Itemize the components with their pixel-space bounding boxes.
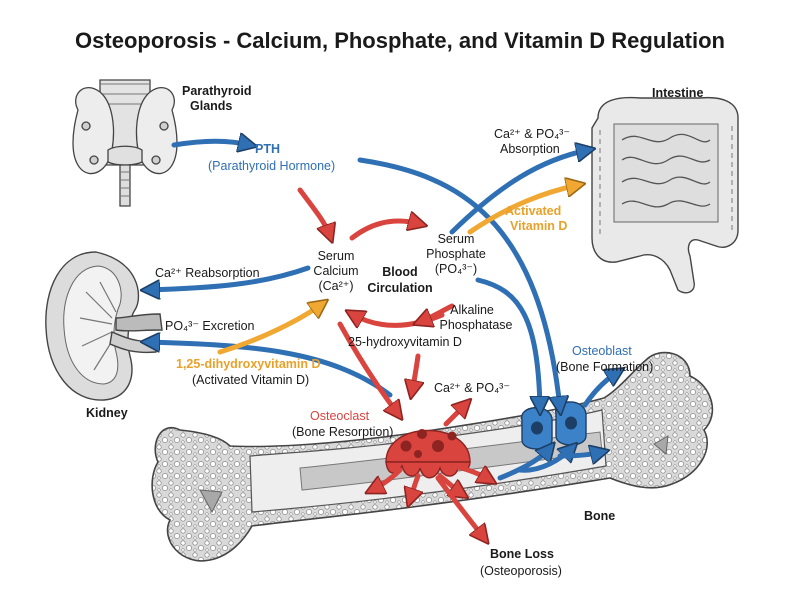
osteoclast-cell-icon [385,429,471,479]
blood-circulation-line2: Circulation [367,281,432,295]
arrow-parathyroid-to-pth [171,141,250,145]
arrow-phosphate-to-intestine [449,150,588,235]
bone-loss-sub-label: (Osteoporosis) [480,564,562,578]
osteoclast-sub-label: (Bone Resorption) [292,425,393,439]
arrow-excretion-to-kidney [148,342,393,398]
parathyroid-label-line1: Parathyroid [182,84,251,98]
serum-phosphate-line1: Serum [438,232,475,246]
arrow-osteoblast-to-label [582,372,618,408]
arrow-activated-vitd-to-intestine [467,185,578,235]
kidney-label: Kidney [86,406,128,420]
arrow-phosphate-to-phosphatase [420,303,455,322]
arrow-resorption-far-right [451,463,490,480]
kidney-icon [45,251,163,401]
dihydroxy-vitd-line1: 1,25-dihydroxyvitamin D [176,357,321,371]
arrow-bone-to-osteoblast [497,448,550,481]
intestine-icon [591,96,739,294]
blood-circulation-line1: Blood [382,265,417,279]
arrow-resorption-right [437,473,462,494]
parathyroid-label-line2: Glands [190,99,232,113]
serum-phosphate-line2: Phosphate [426,247,486,261]
serum-calcium-line3: (Ca²⁺) [318,279,353,293]
serum-calcium-line2: Calcium [313,264,358,278]
activated-vitd-label-line2: Vitamin D [510,219,567,233]
arrow-calcium-to-osteoclast [337,321,398,414]
arrow-hydroxy-to-osteoclast [412,353,418,392]
absorption-label-line2: Absorption [500,142,560,156]
arrow-osteoclast-to-minerals [443,404,466,427]
osteoblast-label: Osteoblast [572,344,632,358]
bone-loss-label: Bone Loss [490,547,554,561]
intestine-label: Intestine [652,86,703,100]
arrow-dihydroxy-to-calcium [217,304,322,355]
arrow-to-bone-loss [435,475,484,538]
thyroid-gland-icon [72,79,178,207]
mineral-release-label: Ca²⁺ & PO₄³⁻ [434,381,510,395]
absorption-label-line1: Ca²⁺ & PO₄³⁻ [494,127,570,141]
serum-phosphate-line3: (PO₄³⁻) [435,262,477,276]
pth-full-label: (Parathyroid Hormone) [208,159,335,173]
ca-reabsorption-label: Ca²⁺ Reabsorption [155,266,260,280]
arrow-osteoblast-formation [557,452,602,456]
pth-label: PTH [255,142,280,156]
arrow-resorption-down [410,473,418,500]
arrow-calcium-to-phosphate [349,221,420,241]
arrow-bone-to-osteoblast-2 [517,448,572,473]
arrow-ca-reabsorption [148,265,311,290]
page-title: Osteoporosis - Calcium, Phosphate, and V… [75,28,725,53]
arrow-resorption-left [372,467,403,490]
serum-calcium-line1: Serum [318,249,355,263]
bone-label: Bone [584,509,615,523]
arrow-pth-to-serum-calcium [297,187,330,236]
osteoblast-sub-label: (Bone Formation) [556,360,653,374]
alkaline-phosphatase-line2: Phosphatase [440,318,513,332]
dihydroxy-vitd-line2: (Activated Vitamin D) [192,373,309,387]
po4-excretion-label: PO₄³⁻ Excretion [165,319,255,333]
hydroxy-vitd-label: 25-hydroxyvitamin D [348,335,462,349]
osteoclast-label: Osteoclast [310,409,370,423]
activated-vitd-label-line1: Activated [505,204,561,218]
arrow-phosphate-to-osteoblast [475,277,540,408]
alkaline-phosphatase-line1: Alkaline [450,303,494,317]
